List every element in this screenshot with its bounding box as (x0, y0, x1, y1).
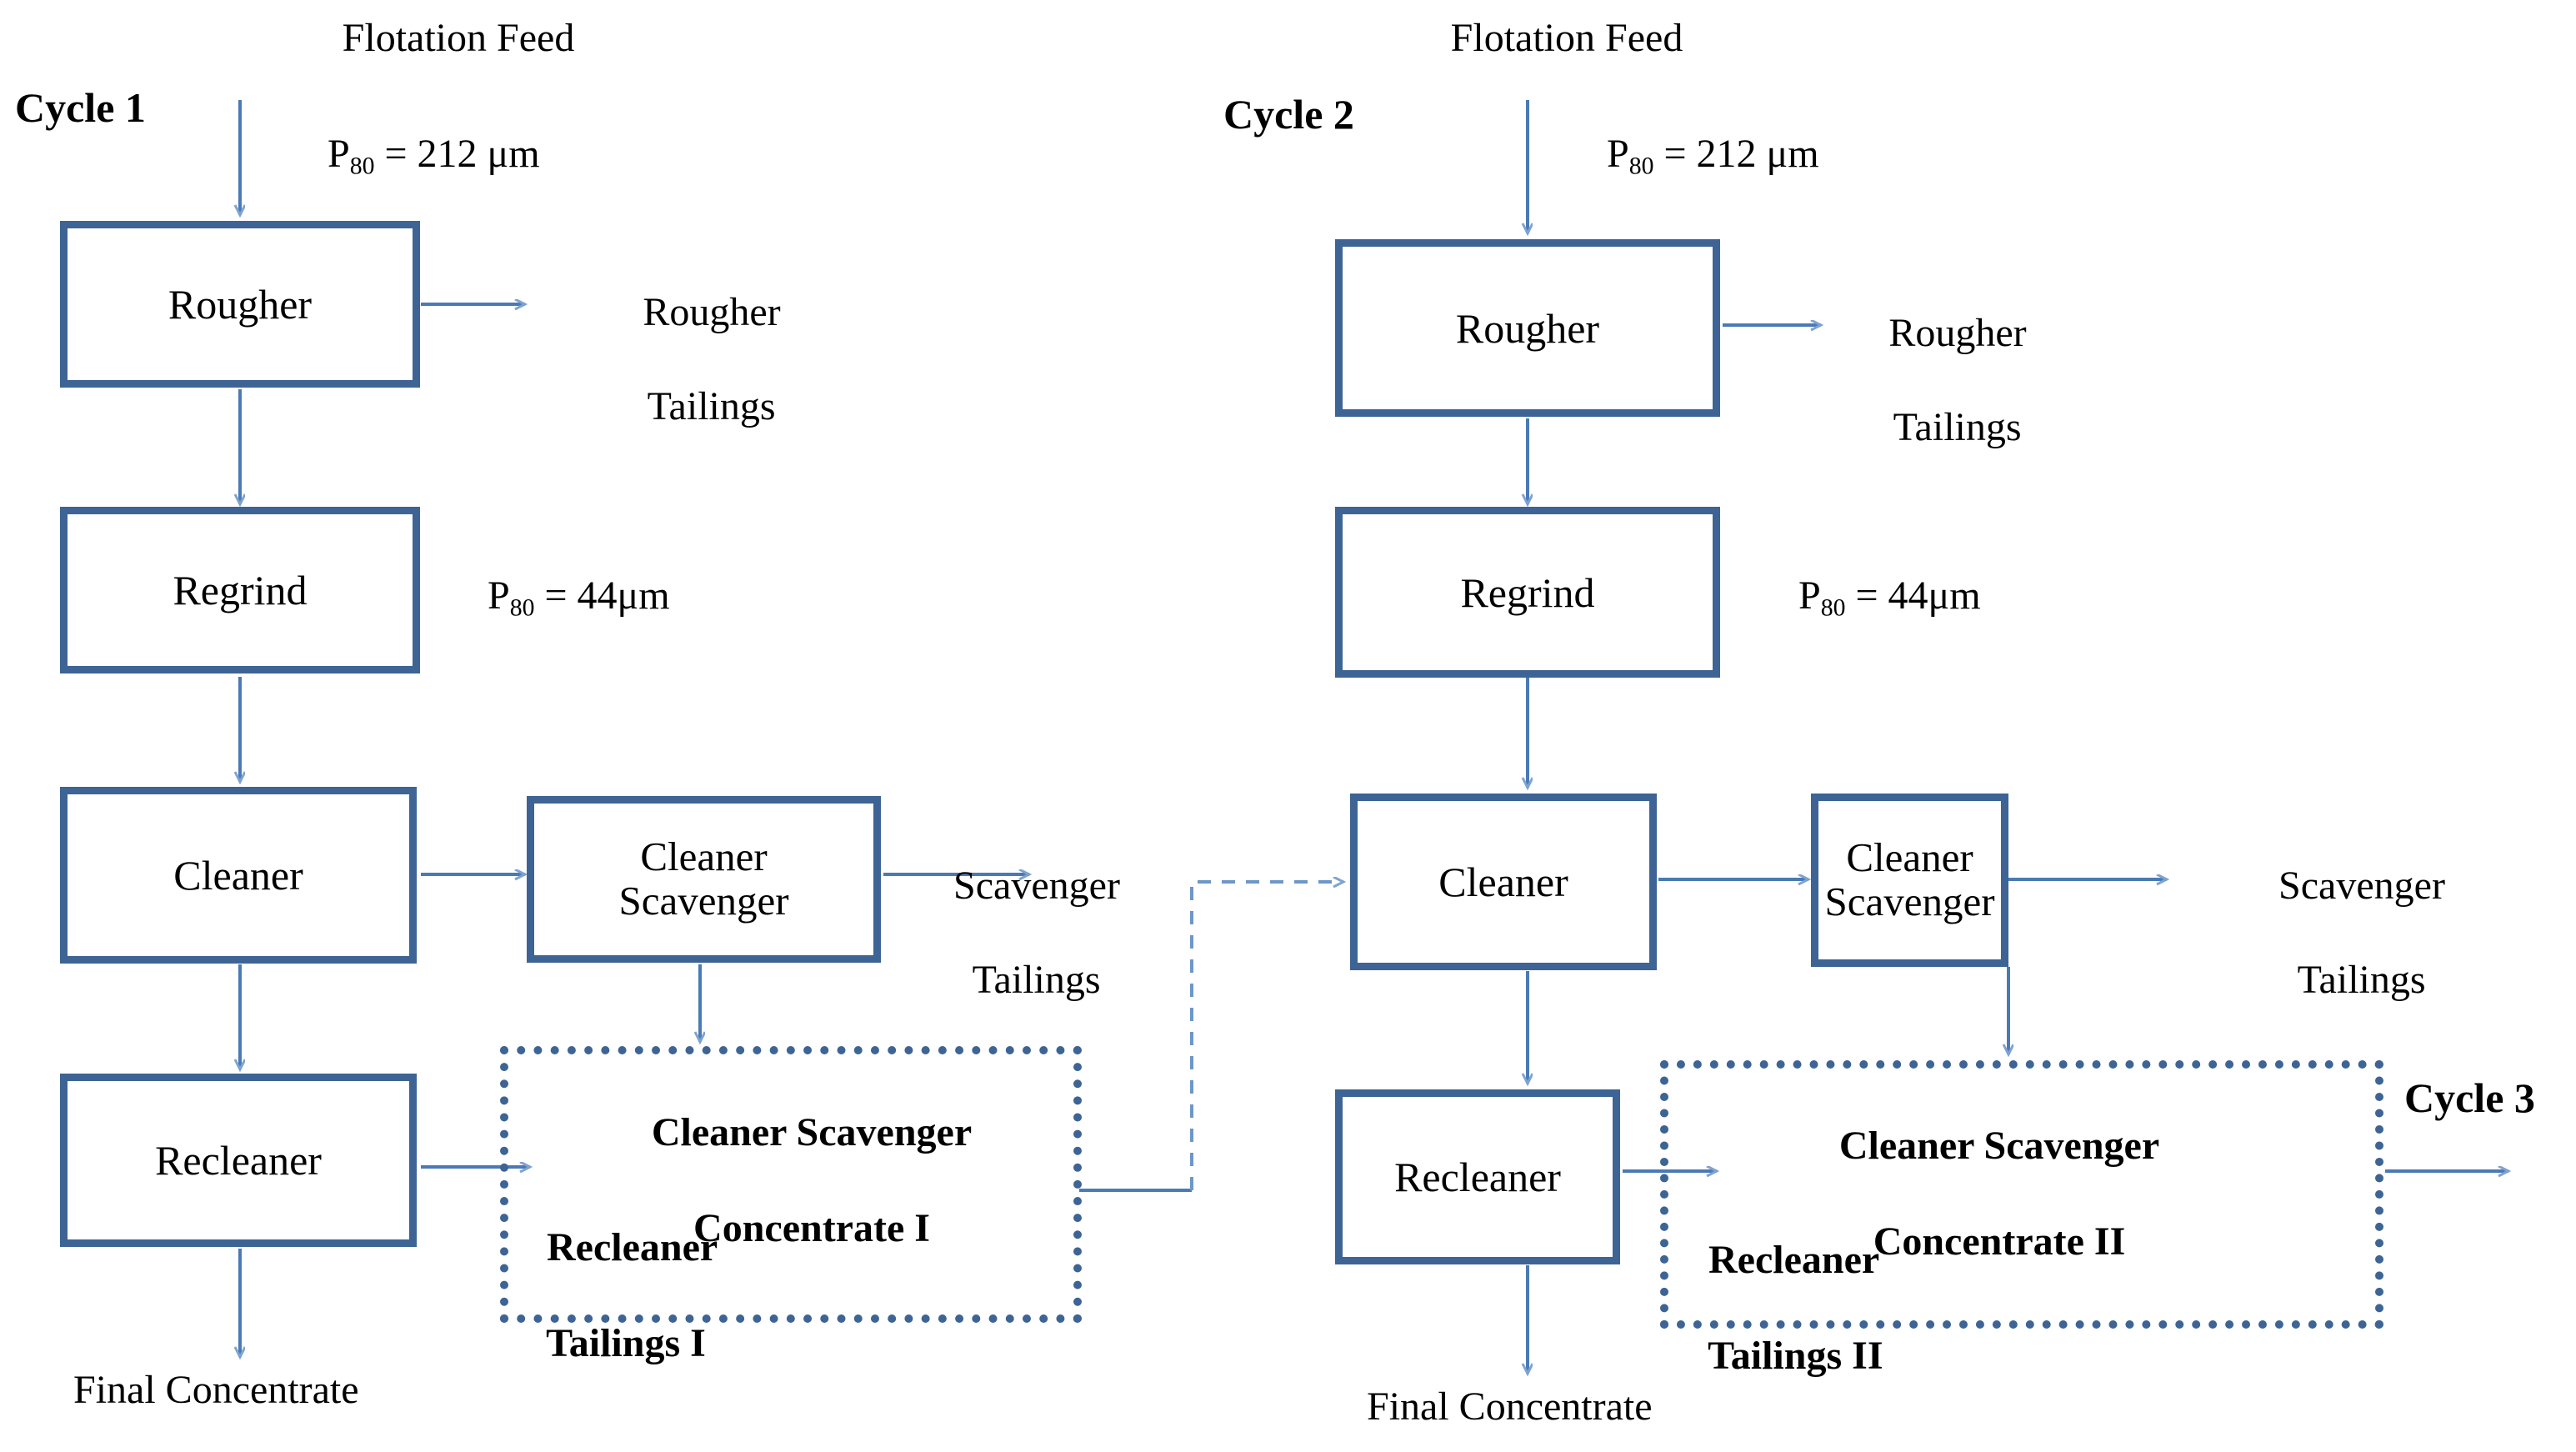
p80-value: = 212 μm (1653, 131, 1819, 176)
cycle-1-cleaner-box[interactable]: Cleaner (60, 787, 417, 964)
cycle-1-rougher-box[interactable]: Rougher (60, 221, 420, 388)
cs-line1: Cleaner (1846, 834, 1973, 881)
cycle-1-recleaner-tailings-label: Recleaner Tailings I (507, 1175, 718, 1415)
cycle-2-final-concentrate-label: Final Concentrate (1367, 1384, 1653, 1429)
cycle-1-scavenger-tailings-label: Scavenger Tailings (896, 815, 1138, 1051)
p80-subscript: 80 (349, 151, 375, 179)
cycle-2-regrind-label: Regrind (1460, 568, 1595, 616)
cycle-1-cleaner-scavenger-label: Cleaner Scavenger (618, 834, 789, 924)
cs-conc-line2: Concentrate II (1873, 1219, 2126, 1264)
p80-prefix: P (1798, 573, 1821, 618)
cycle-2-cs-concentrate-label: Cleaner Scavenger Concentrate II (1696, 1074, 2263, 1314)
cycle-2-title: Cycle 2 (1223, 91, 1354, 138)
cycle-2-recleaner-label: Recleaner (1394, 1154, 1561, 1200)
cycle-2-cleaner-label: Cleaner (1438, 859, 1568, 905)
cycle-2-recleaner-tailings-label: Recleaner Tailings II (1668, 1188, 1883, 1428)
cycle-1-rougher-tailings-label: Rougher Tailings (575, 242, 808, 478)
rct-line2: Tailings I (546, 1320, 706, 1365)
cs-line2: Scavenger (1824, 879, 1995, 924)
rougher-tailings-line1: Rougher (643, 289, 781, 334)
cycle-2-rougher-box[interactable]: Rougher (1335, 239, 1720, 417)
cycle-2-cleaner-box[interactable]: Cleaner (1350, 794, 1657, 970)
scav-tailings-line2: Tailings (972, 957, 1101, 1002)
scav-tailings-line2: Tailings (2297, 957, 2426, 1002)
p80-value: = 44μm (534, 573, 670, 618)
cycle-1-recleaner-box[interactable]: Recleaner (60, 1074, 417, 1247)
p80-prefix: P (328, 131, 350, 176)
cs-line1: Cleaner (640, 834, 768, 880)
scav-tailings-line1: Scavenger (2278, 863, 2445, 908)
rct-line1: Recleaner (1708, 1237, 1880, 1282)
cs-conc-line2: Concentrate I (693, 1205, 930, 1250)
cycle-3-label: Cycle 3 (2404, 1074, 2535, 1121)
p80-value: = 44μm (1845, 573, 1981, 618)
cycle-1-rougher-label: Rougher (168, 281, 313, 328)
cycle-2-rougher-label: Rougher (1455, 304, 1600, 352)
cycle-1-final-concentrate-label: Final Concentrate (73, 1368, 359, 1412)
rougher-tailings-line2: Tailings (647, 383, 776, 428)
cycle-1-title: Cycle 1 (15, 84, 146, 131)
cycle-2-regrind-p80: P80 = 44μm (1758, 525, 1981, 669)
cycle-1-cs-concentrate-label: Cleaner Scavenger Concentrate I (533, 1060, 1050, 1300)
cycle-2-regrind-box[interactable]: Regrind (1335, 507, 1720, 678)
cycle-2-scavenger-tailings-label: Scavenger Tailings (2217, 815, 2467, 1051)
cs-conc-line1: Cleaner Scavenger (1838, 1123, 2160, 1168)
cycle-2-feed-label: Flotation Feed (1450, 16, 1683, 60)
rougher-tailings-line2: Tailings (1893, 404, 2022, 449)
cycle-2-cleaner-scavenger-box[interactable]: Cleaner Scavenger (1811, 794, 2008, 967)
cycle-2-feed-p80: P80 = 212 μm (1567, 83, 1819, 228)
rougher-tailings-line1: Rougher (1888, 310, 2027, 355)
cs-line2: Scavenger (618, 878, 789, 924)
cycle-1-feed-p80: P80 = 212 μm (288, 83, 540, 228)
cycle-2-recleaner-box[interactable]: Recleaner (1335, 1089, 1620, 1264)
p80-value: = 212 μm (374, 131, 540, 176)
p80-subscript: 80 (1820, 593, 1846, 621)
rct-line1: Recleaner (547, 1224, 718, 1269)
cycle-2-rougher-tailings-label: Rougher Tailings (1821, 263, 2054, 498)
cycle-1-cleaner-scavenger-box[interactable]: Cleaner Scavenger (527, 796, 881, 963)
cycle-1-regrind-p80: P80 = 44μm (448, 525, 670, 669)
cs-conc-line1: Cleaner Scavenger (651, 1109, 973, 1154)
cycle-1-feed-label: Flotation Feed (342, 16, 575, 60)
p80-subscript: 80 (509, 593, 535, 621)
cycle-1-cleaner-label: Cleaner (173, 852, 303, 899)
scav-tailings-line1: Scavenger (953, 863, 1120, 908)
p80-subscript: 80 (1628, 151, 1654, 179)
cycle-1-product-box[interactable] (500, 1046, 1082, 1323)
p80-prefix: P (488, 573, 510, 618)
cycle-1-regrind-label: Regrind (173, 567, 308, 613)
cycle-2-cleaner-scavenger-label: Cleaner Scavenger (1824, 834, 1995, 924)
rct-line2: Tailings II (1708, 1333, 1883, 1378)
cycle-1-regrind-box[interactable]: Regrind (60, 507, 420, 673)
cycle-1-recleaner-label: Recleaner (155, 1137, 322, 1184)
p80-prefix: P (1607, 131, 1629, 176)
cycle-2-product-box[interactable] (1660, 1060, 2383, 1329)
